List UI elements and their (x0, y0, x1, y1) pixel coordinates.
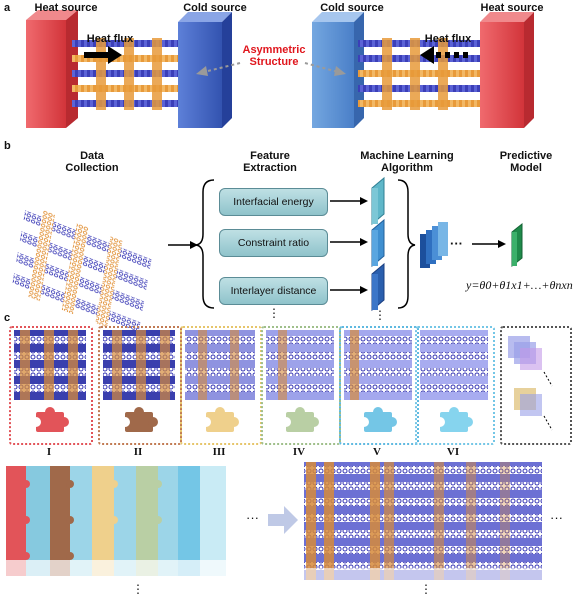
feature-interfacial-energy: Interfacial energy (219, 188, 328, 216)
asymmetric-line1: Asymmetric (242, 44, 306, 56)
feature-extraction-line2: Extraction (243, 162, 297, 174)
right-device (312, 12, 534, 128)
ml-algorithm-line1: Machine Learning (360, 150, 454, 162)
label-vi: VI (446, 446, 460, 458)
frame-structure-v (339, 326, 419, 445)
final-structure (304, 462, 542, 584)
asymmetric-line2: Structure (249, 56, 299, 68)
label-ii: II (133, 446, 143, 458)
ml-algorithm-line2: Algorithm (381, 162, 433, 174)
left-heat-flux-label: Heat flux (86, 33, 134, 45)
predictive-model-label: Predictive Model (486, 150, 566, 174)
predictive-model-line1: Predictive (499, 150, 553, 162)
ml-algorithm-label: Machine Learning Algorithm (352, 150, 462, 174)
ml-layers (371, 176, 385, 312)
panel-b-letter: b (4, 140, 11, 152)
frame-stack (500, 326, 572, 445)
equation: y=θ0+θ1x1+…+θnxn (466, 278, 573, 292)
label-i: I (46, 446, 52, 458)
layer-vdots: ⋮ (374, 308, 386, 322)
transform-arrow (268, 506, 298, 534)
woven-structure (12, 209, 152, 333)
label-iii: III (212, 446, 226, 458)
feature-extraction-label: Feature Extraction (230, 150, 310, 174)
panel-c-letter: c (4, 312, 11, 324)
panel-a-letter: a (4, 2, 11, 14)
network-hdots: ··· (450, 236, 463, 251)
right-cold-source-label: Cold source (320, 2, 384, 14)
left-heat-source-label: Heat source (34, 2, 98, 14)
assembly-hdots: ··· (246, 510, 259, 525)
frame-structure-i (9, 326, 93, 445)
network-stack (420, 222, 448, 268)
assembly-vdots: ⋮ (132, 582, 144, 596)
structure-thumbnails (14, 330, 553, 431)
structure-vdots: ⋮ (420, 582, 432, 596)
asymmetric-label: Asymmetric Structure (226, 44, 322, 68)
predictive-model-line2: Model (510, 162, 542, 174)
feature-extraction-line1: Feature (250, 150, 290, 162)
frame-structure-iii (180, 326, 262, 445)
right-heat-source-label: Heat source (480, 2, 544, 14)
data-collection-line2: Collection (65, 162, 119, 174)
feature-interlayer-distance: Interlayer distance (219, 277, 328, 305)
feature-vdots: ⋮ (268, 306, 280, 320)
output-layer (511, 222, 523, 268)
puzzle-assembly (0, 466, 230, 584)
right-heat-flux-label: Heat flux (424, 33, 472, 45)
label-v: V (373, 446, 381, 458)
structure-hdots: ··· (550, 510, 563, 525)
left-cold-source-label: Cold source (183, 2, 247, 14)
puzzle-pieces (31, 407, 473, 432)
left-device (26, 10, 232, 128)
data-collection-label: Data Collection (52, 150, 132, 174)
label-iv: IV (292, 446, 306, 458)
frame-structure-iv (261, 326, 341, 445)
data-collection-line1: Data (80, 150, 104, 162)
frame-structure-vi (415, 326, 495, 445)
frame-structure-ii (98, 326, 182, 445)
feature-constraint-ratio: Constraint ratio (219, 229, 328, 257)
asymmetric-arrows (196, 62, 346, 76)
